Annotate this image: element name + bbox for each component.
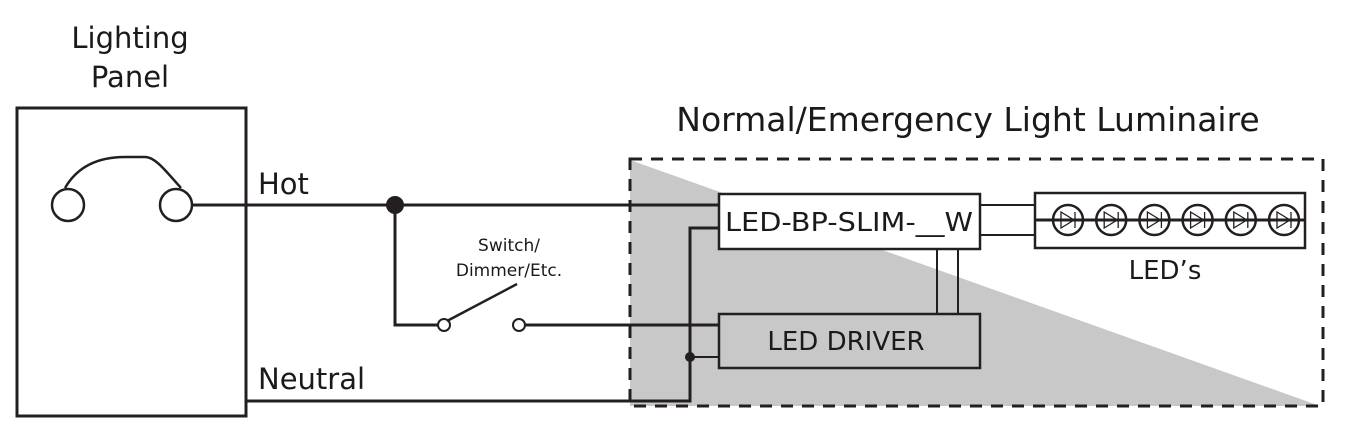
breaker-icon xyxy=(50,155,194,223)
led-driver-box xyxy=(717,312,982,370)
luminaire-title: Normal/Emergency Light Luminaire xyxy=(676,100,1259,139)
led-diode-icon xyxy=(1224,203,1258,237)
panel-title-line1: Lighting xyxy=(71,21,188,55)
hot-label: Hot xyxy=(258,167,309,201)
led-diode-icon xyxy=(1181,203,1214,237)
led-driver-label: LED DRIVER xyxy=(767,327,924,357)
led-diode-icon xyxy=(1094,203,1128,237)
battery-pack-label: LED-BP-SLIM-__W xyxy=(725,208,973,238)
switch-icon xyxy=(437,282,526,332)
switch-leg-wire xyxy=(393,205,438,327)
switch-label-line2: Dimmer/Etc. xyxy=(456,261,562,281)
led-array xyxy=(1051,203,1301,237)
lighting-panel-box xyxy=(15,106,248,418)
led-diode-icon xyxy=(1051,203,1085,237)
led-diode-icon xyxy=(1138,203,1171,237)
led-diode-icon xyxy=(1267,203,1301,237)
switch-label-line1: Switch/ xyxy=(478,236,540,256)
panel-title-line2: Panel xyxy=(91,60,169,94)
neutral-wire xyxy=(246,226,720,403)
neutral-label: Neutral xyxy=(258,362,365,396)
battery-pack-box xyxy=(717,192,982,251)
leds-label: LED’s xyxy=(1129,256,1202,286)
luminaire-boundary xyxy=(628,157,1325,408)
